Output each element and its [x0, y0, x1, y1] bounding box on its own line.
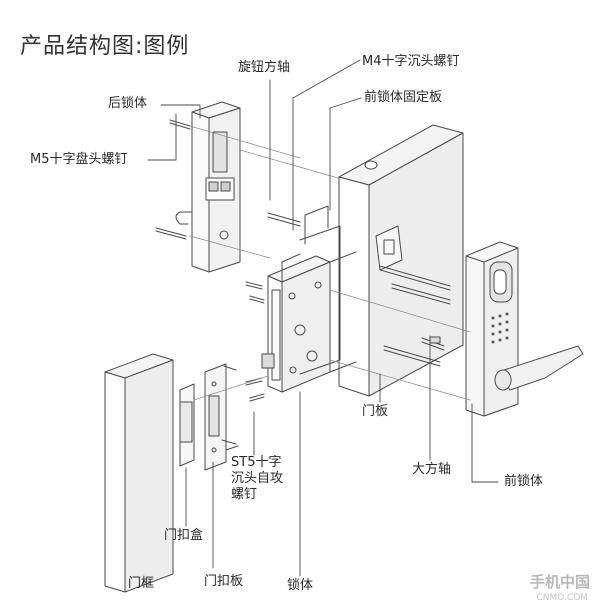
- rear-lock-body: [175, 101, 241, 273]
- label-lock-body: 锁体: [287, 578, 314, 593]
- watermark-url: CNMO.COM: [536, 593, 589, 603]
- alignment-lines: [189, 125, 471, 401]
- door-frame-block: [104, 353, 174, 593]
- diagram-title: 产品结构图:图例: [20, 34, 190, 59]
- mortise-lock-body: [261, 205, 331, 393]
- door-panel-block: [338, 124, 464, 397]
- leader-lines: [147, 59, 499, 577]
- label-big-shaft: 大方轴: [412, 462, 452, 477]
- label-m4-screw: M4十字沉头螺钉: [362, 54, 460, 69]
- label-m5-screw: M5十字盘头螺钉: [30, 152, 128, 167]
- label-strike-box: 门扣盒: [164, 528, 204, 543]
- screws-and-shafts: [155, 119, 451, 451]
- label-rear-lock-body: 后锁体: [108, 96, 148, 111]
- label-knob-shaft: 旋钮方轴: [238, 60, 291, 75]
- front-mounting-plate: [375, 225, 403, 271]
- label-door-frame: 门框: [128, 576, 155, 591]
- front-lock-body: [465, 241, 584, 417]
- label-front-lock-body: 前锁体: [504, 474, 544, 489]
- strike-box: [179, 383, 195, 467]
- watermark-logo: 手机中国: [529, 573, 590, 591]
- label-door-panel: 门板: [362, 404, 389, 419]
- label-st5-screw: ST5十字沉头自攻螺钉: [231, 455, 284, 502]
- strike-plate: [204, 363, 227, 471]
- label-front-plate: 前锁体固定板: [364, 90, 443, 105]
- label-strike-plate: 门扣板: [204, 574, 244, 589]
